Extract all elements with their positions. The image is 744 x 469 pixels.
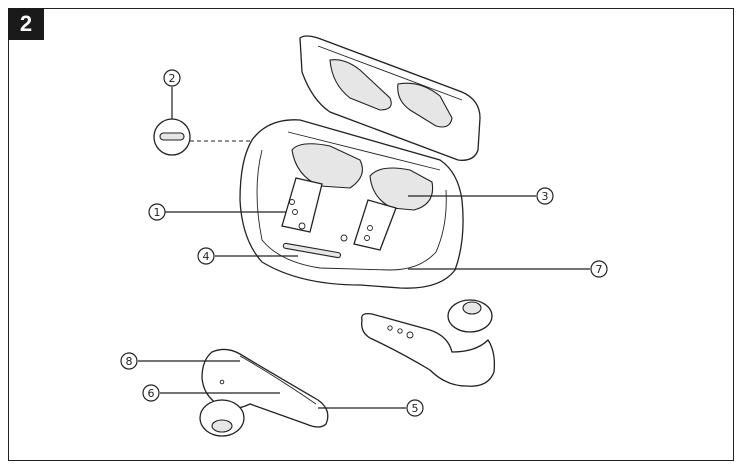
callout-2-label: 2	[169, 72, 176, 85]
led-indicator	[282, 242, 342, 259]
callout-8-label: 8	[126, 355, 133, 368]
earbud-left	[199, 348, 329, 437]
callout-8: 8	[120, 352, 138, 370]
leader-lines	[138, 195, 590, 409]
callout-4-label: 4	[203, 250, 210, 263]
usb-c-port-icon	[159, 132, 185, 141]
case-lid	[299, 35, 481, 161]
callout-1: 1	[148, 203, 166, 221]
usb-c-port-detail	[153, 87, 252, 156]
step-number-badge: 2	[8, 8, 44, 40]
callout-2: 2	[163, 69, 181, 87]
earbud-right	[361, 299, 496, 387]
callout-7-label: 7	[596, 263, 603, 276]
callout-5-label: 5	[412, 402, 419, 415]
charging-case	[239, 119, 464, 289]
callout-3: 3	[536, 187, 554, 205]
callout-3-label: 3	[542, 190, 549, 203]
callout-1-label: 1	[154, 206, 161, 219]
callout-6-label: 6	[148, 387, 155, 400]
callout-5: 5	[406, 399, 424, 417]
callout-6: 6	[142, 384, 160, 402]
callout-7: 7	[590, 260, 608, 278]
callout-4: 4	[197, 247, 215, 265]
